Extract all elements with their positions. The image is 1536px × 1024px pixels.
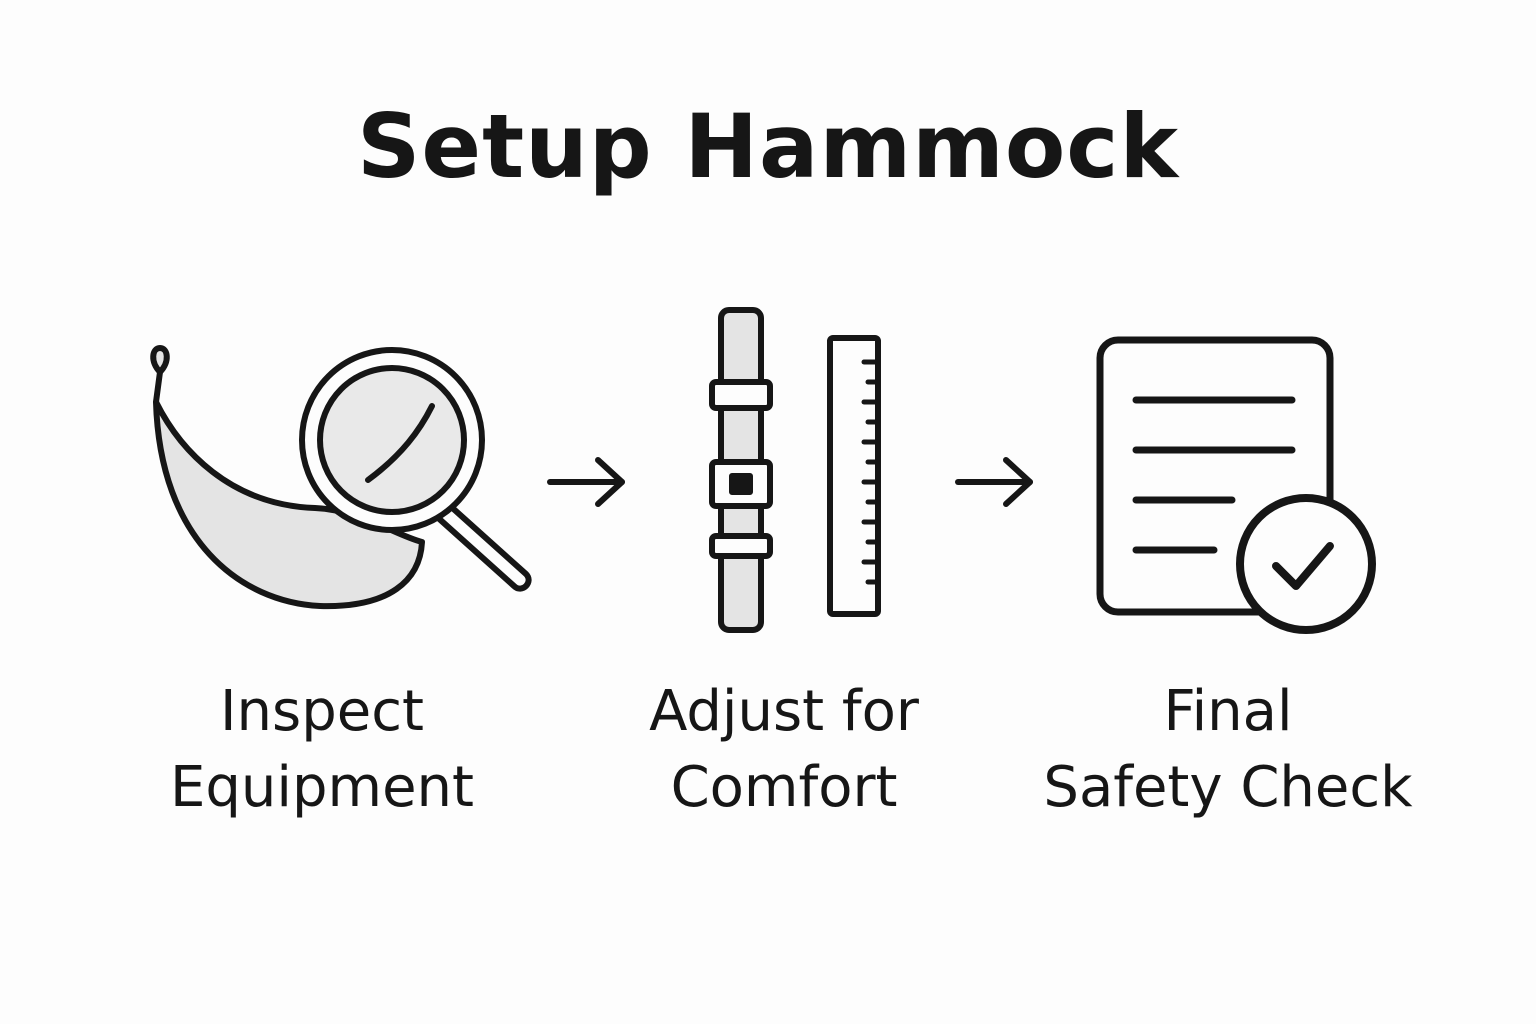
diagram-title: Setup Hammock (357, 95, 1179, 198)
hammock-magnifier-icon (150, 345, 532, 610)
step-label-line: Final (1163, 679, 1293, 744)
step-label-line: Adjust for (649, 679, 919, 744)
step-label-line: Comfort (670, 755, 898, 820)
arrow-right-icon (955, 457, 1033, 507)
step-label-adjust-for-comfort: Adjust for Comfort (554, 674, 1014, 826)
step-label-final-safety-check: Final Safety Check (998, 674, 1458, 826)
step-label-line: Inspect (220, 679, 424, 744)
strap-ruler-icon (709, 307, 881, 633)
arrow-right-icon (547, 457, 625, 507)
checklist-check-icon (1096, 336, 1376, 634)
step-label-line: Safety Check (1043, 755, 1413, 820)
step-label-inspect-equipment: Inspect Equipment (92, 674, 552, 826)
step-label-line: Equipment (170, 755, 474, 820)
